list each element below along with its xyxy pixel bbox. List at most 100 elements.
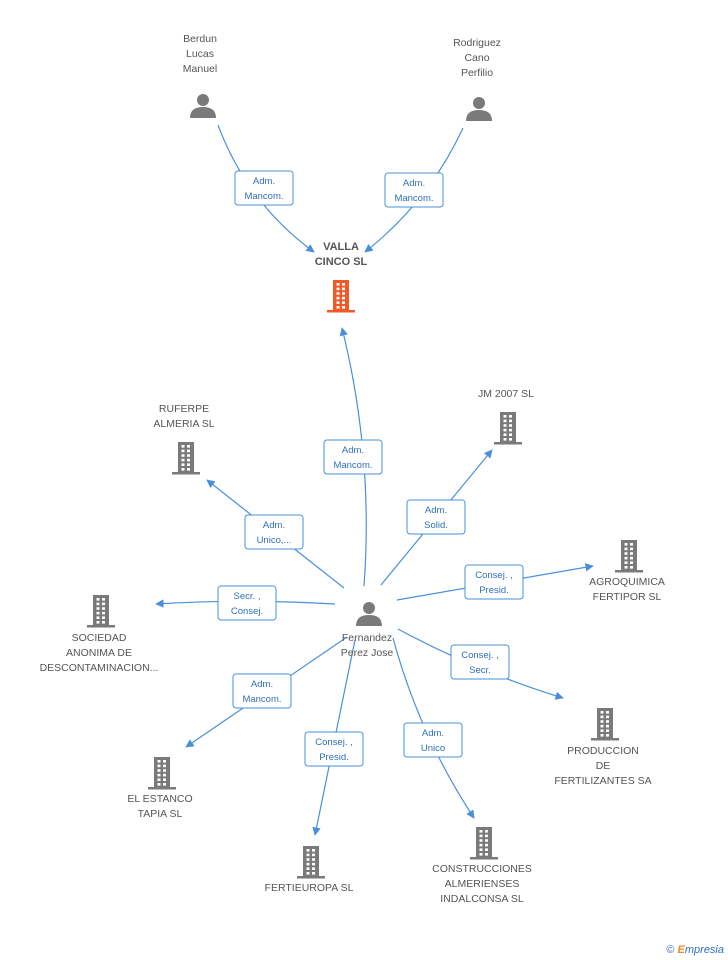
edge-label-text: Adm. xyxy=(422,728,444,739)
node-label-line: CINCO SL xyxy=(315,256,368,268)
edge-label-box xyxy=(403,722,463,758)
edge-label-text: Adm. xyxy=(263,520,285,531)
edge-label-box xyxy=(232,673,292,709)
node-label-line: SOCIEDAD xyxy=(72,632,127,644)
building-icon xyxy=(172,442,200,475)
copyright-symbol: © xyxy=(666,944,675,956)
node-label-line: Manuel xyxy=(183,63,217,75)
edge-label-box xyxy=(217,585,277,621)
node-ruferpe[interactable]: RUFERPE ALMERIA SL xyxy=(153,403,215,475)
node-label-line: PRODUCCION xyxy=(567,745,639,757)
node-label-line: FERTILIZANTES SA xyxy=(554,775,651,787)
building-icon xyxy=(615,540,643,573)
node-label-line: AGROQUIMICA xyxy=(589,576,665,588)
node-fertieuropa[interactable]: FERTIEUROPA SL xyxy=(265,846,354,894)
edge-label[interactable]: Adm. Unico,... xyxy=(244,514,304,550)
node-label-line: ALMERIENSES xyxy=(445,878,520,890)
node-label-line: Perez Jose xyxy=(341,647,394,659)
edge-label[interactable]: Adm. Solid. xyxy=(406,499,466,535)
node-valla[interactable]: VALLA CINCO SL xyxy=(315,241,368,313)
edge-label-text: Adm. xyxy=(251,679,273,690)
edge-label-text: Presid. xyxy=(319,752,349,763)
edge-label-text: Secr. xyxy=(469,665,491,676)
building-icon xyxy=(148,757,176,790)
edge-label-text: Consej. , xyxy=(461,650,499,661)
node-label-line: EL ESTANCO xyxy=(127,793,192,805)
edge-label-box xyxy=(384,172,444,208)
footer-brand[interactable]: © Empresia xyxy=(666,944,724,956)
edge-label-text: Mancom. xyxy=(242,694,281,705)
edge-label[interactable]: Consej. , Presid. xyxy=(304,731,364,767)
edge-label-text: Adm. xyxy=(253,176,275,187)
node-sociedad[interactable]: SOCIEDAD ANONIMA DE DESCONTAMINACION... xyxy=(40,595,159,674)
building-icon xyxy=(591,708,619,741)
edge-label-text: Consej. , xyxy=(315,737,353,748)
edge-label[interactable]: Adm. Mancom. xyxy=(234,170,294,206)
node-label-line: Lucas xyxy=(186,48,214,60)
node-label-line: Berdun xyxy=(183,33,217,45)
edge-label-box xyxy=(234,170,294,206)
edge-label[interactable]: Adm. Unico xyxy=(403,722,463,758)
node-label-line: RUFERPE xyxy=(159,403,209,415)
edge-label[interactable]: Adm. Mancom. xyxy=(323,439,383,475)
node-produccion[interactable]: PRODUCCION DE FERTILIZANTES SA xyxy=(554,708,652,787)
node-label-line: ANONIMA DE xyxy=(66,647,132,659)
edge-label-text: Unico xyxy=(421,743,445,754)
edge-label[interactable]: Consej. , Presid. xyxy=(464,564,524,600)
edge-label-text: Consej. xyxy=(231,606,263,617)
node-label-line: Perfilio xyxy=(461,67,493,79)
node-estanco[interactable]: EL ESTANCO TAPIA SL xyxy=(127,757,193,820)
edges-layer xyxy=(155,124,594,836)
brand-initial: E xyxy=(677,944,685,956)
edge-label-text: Presid. xyxy=(479,585,509,596)
building-icon xyxy=(87,595,115,628)
node-label-line: CONSTRUCCIONES xyxy=(432,863,532,875)
person-icon xyxy=(466,97,492,121)
building-icon xyxy=(470,827,498,860)
edge-label-box xyxy=(244,514,304,550)
edge-label-text: Secr. , xyxy=(234,591,261,602)
edge-label-text: Mancom. xyxy=(333,460,372,471)
node-label-line: DESCONTAMINACION... xyxy=(40,662,159,674)
edge-label-box xyxy=(464,564,524,600)
node-label-line: JM 2007 SL xyxy=(478,388,534,400)
edge-label[interactable]: Consej. , Secr. xyxy=(450,644,510,680)
edge-label-text: Unico,... xyxy=(257,535,292,546)
node-agroquimica[interactable]: AGROQUIMICA FERTIPOR SL xyxy=(589,540,665,603)
brand-name: mpresia xyxy=(684,944,724,956)
edge-label-box xyxy=(304,731,364,767)
edge-labels-layer: Adm. Mancom. Adm. Mancom. Adm. Mancom. Adm. Uni… xyxy=(217,170,524,767)
node-label-line: FERTIPOR SL xyxy=(593,591,662,603)
node-label-line: TAPIA SL xyxy=(138,808,183,820)
node-label-line: Cano xyxy=(464,52,489,64)
edge-label-text: Adm. xyxy=(425,505,447,516)
node-label-line: Fernandez xyxy=(342,632,392,644)
edge-label-text: Solid. xyxy=(424,520,448,531)
edge-label-text: Consej. , xyxy=(475,570,513,581)
node-jm2007[interactable]: JM 2007 SL xyxy=(478,388,534,445)
node-label-line: VALLA xyxy=(323,241,359,253)
edge-label[interactable]: Secr. , Consej. xyxy=(217,585,277,621)
node-label-line: Rodriguez xyxy=(453,37,501,49)
node-label-line: FERTIEUROPA SL xyxy=(265,882,354,894)
edge-label[interactable]: Adm. Mancom. xyxy=(232,673,292,709)
edge-label[interactable]: Adm.Mancom. xyxy=(384,172,444,208)
building-icon xyxy=(494,412,522,445)
edge-label-text: Adm. xyxy=(403,178,425,189)
edge-label-text: Mancom. xyxy=(244,191,283,202)
building-icon xyxy=(297,846,325,879)
node-label-line: DE xyxy=(596,760,611,772)
edge-label-text: Adm. xyxy=(342,445,364,456)
building-icon xyxy=(327,280,355,313)
node-construcciones[interactable]: CONSTRUCCIONES ALMERIENSES INDALCONSA SL xyxy=(432,827,532,905)
edge-label-box xyxy=(450,644,510,680)
node-label-line: ALMERIA SL xyxy=(153,418,214,430)
node-label-line: INDALCONSA SL xyxy=(440,893,524,905)
edge-label-box xyxy=(406,499,466,535)
person-icon xyxy=(356,602,382,626)
